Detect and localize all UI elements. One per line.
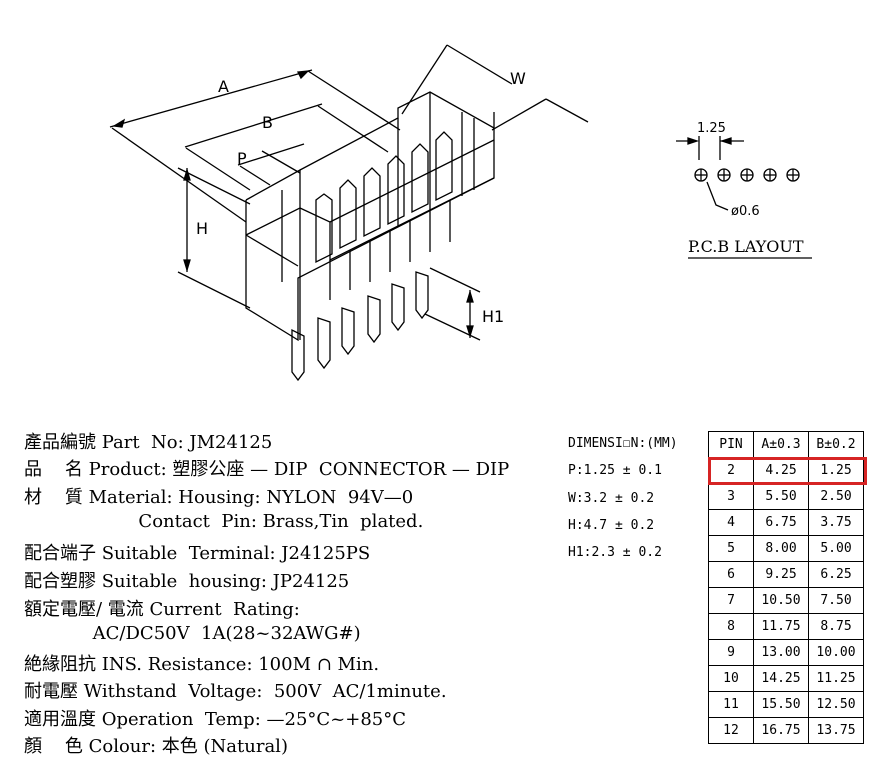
spec-housing: 配合塑膠 Suitable housing: JP24125 — [24, 571, 350, 592]
spec-current-rating: 額定電壓/ 電流 Current Rating: — [24, 599, 300, 620]
table-cell-b: 10.00 — [808, 639, 864, 666]
table-cell-b: 8.75 — [808, 613, 864, 640]
table-cell-pin: 11 — [708, 691, 754, 718]
label-h: H — [196, 219, 208, 238]
table-cell-b: 6.25 — [808, 561, 864, 588]
pcb-pitch-label: 1.25 — [697, 121, 726, 136]
connector-pins-top — [315, 131, 453, 264]
table-cell-a: 4.25 — [753, 457, 809, 484]
table-cell-a: 13.00 — [753, 639, 809, 666]
spec-rating-value: AC/DC50V 1A(28~32AWG#) — [24, 623, 361, 644]
spec-colour: 顏 色 Colour: 本色 (Natural) — [24, 736, 288, 757]
label-a: A — [218, 77, 229, 96]
dimension-h: H:4.7 ± 0.2 — [568, 518, 655, 533]
spec-product: 品 名 Product: 塑膠公座 — DIP CONNECTOR — DIP — [24, 459, 510, 480]
dimension-h1: H1:2.3 ± 0.2 — [568, 545, 662, 560]
dimension-w: W:3.2 ± 0.2 — [568, 491, 655, 506]
table-cell-a: 6.75 — [753, 509, 809, 536]
spec-part-no: 產品編號 Part No: JM24125 — [24, 432, 273, 453]
spec-resistance: 絶緣阻抗 INS. Resistance: 100M ∩ Min. — [24, 654, 380, 675]
table-cell-b: 5.00 — [808, 535, 864, 562]
table-cell-b: 13.75 — [808, 717, 864, 744]
table-header-a: A±0.3 — [753, 431, 809, 458]
table-cell-b: 12.50 — [808, 691, 864, 718]
connector-pins-bottom — [291, 271, 429, 382]
pcb-hole-label: ø0.6 — [731, 204, 760, 219]
table-cell-a: 14.25 — [753, 665, 809, 692]
table-cell-pin: 10 — [708, 665, 754, 692]
table-cell-b: 2.50 — [808, 483, 864, 510]
label-h1: H1 — [482, 307, 504, 326]
label-b: B — [262, 113, 273, 132]
pcb-layout — [676, 136, 812, 259]
table-cell-a: 10.50 — [753, 587, 809, 614]
table-cell-pin: 7 — [708, 587, 754, 614]
table-cell-pin: 4 — [708, 509, 754, 536]
table-header-pin: PIN — [708, 431, 754, 458]
spec-terminal: 配合端子 Suitable Terminal: J24125PS — [24, 543, 371, 564]
dimension-p: P:1.25 ± 0.1 — [568, 463, 662, 478]
connector-housing — [245, 91, 495, 342]
table-cell-a: 11.75 — [753, 613, 809, 640]
label-w: W — [510, 69, 526, 88]
table-cell-a: 9.25 — [753, 561, 809, 588]
spec-operation-temp: 適用溫度 Operation Temp: —25°C~+85°C — [24, 709, 407, 730]
connector-drawing: A B P W H H1 1.25 ø0.6 P.C.B LAYOUT — [109, 44, 812, 382]
pcb-layout-title: P.C.B LAYOUT — [688, 237, 804, 256]
spec-contact-pin: Contact Pin: Brass,Tin plated. — [24, 511, 424, 532]
table-cell-a: 15.50 — [753, 691, 809, 718]
dimension-title: DIMENSI☐N:(MM) — [568, 436, 678, 451]
table-cell-b: 3.75 — [808, 509, 864, 536]
table-cell-pin: 6 — [708, 561, 754, 588]
table-cell-pin: 9 — [708, 639, 754, 666]
table-cell-b: 7.50 — [808, 587, 864, 614]
table-header-b: B±0.2 — [808, 431, 864, 458]
table-cell-b: 11.25 — [808, 665, 864, 692]
label-p: P — [237, 149, 247, 168]
table-cell-a: 8.00 — [753, 535, 809, 562]
table-cell-pin: 3 — [708, 483, 754, 510]
table-cell-pin: 12 — [708, 717, 754, 744]
table-cell-a: 5.50 — [753, 483, 809, 510]
table-cell-a: 16.75 — [753, 717, 809, 744]
dimension-lines — [109, 44, 589, 341]
table-cell-b: 1.25 — [808, 457, 864, 484]
spec-material: 材 質 Material: Housing: NYLON 94V—0 — [24, 487, 414, 508]
table-cell-pin: 2 — [708, 457, 754, 484]
spec-withstand-voltage: 耐電壓 Withstand Voltage: 500V AC/1minute. — [24, 681, 447, 702]
table-header-row: PIN A±0.3 B±0.2 — [708, 431, 864, 458]
pcb-hole-row — [694, 168, 800, 182]
table-cell-pin: 5 — [708, 535, 754, 562]
table-cell-pin: 8 — [708, 613, 754, 640]
